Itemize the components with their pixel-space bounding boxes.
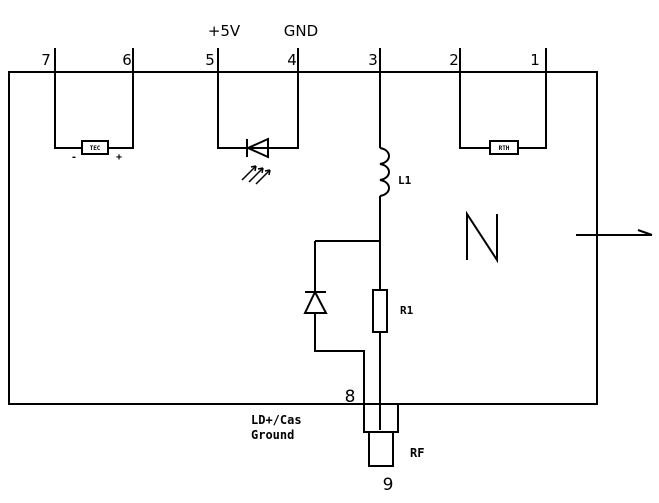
- rf-label: RF: [410, 446, 424, 460]
- led-light-arrows: [241, 165, 271, 185]
- l1-label: L1: [398, 174, 412, 187]
- rth-box: [489, 140, 519, 155]
- package-outline: [8, 71, 598, 405]
- pin-1-label: 1: [530, 51, 540, 69]
- pin-2-label: 2: [449, 51, 459, 69]
- tec-label: TEC: [90, 145, 101, 152]
- tec-minus: -: [71, 152, 77, 163]
- pin-4-label: 4: [287, 51, 297, 69]
- pin-8-label: 8: [345, 387, 356, 407]
- diode-bottom-lead: [314, 313, 365, 430]
- pin-5-label: 5: [205, 51, 215, 69]
- gnd-label: GND: [284, 22, 318, 40]
- inductor-l1: [379, 147, 390, 197]
- pin-7-label: 7: [41, 51, 51, 69]
- output-arrow-head: [637, 229, 653, 236]
- rth-label: RTH: [499, 145, 510, 152]
- pin-3-label: 3: [368, 51, 378, 69]
- rf-connector-tip: [368, 431, 394, 467]
- resistor-r1: [372, 289, 388, 333]
- sawtooth-symbol: [466, 210, 498, 264]
- pin-6-label: 6: [122, 51, 132, 69]
- monitor-loop: [217, 48, 299, 149]
- pin-9-label: 9: [383, 475, 394, 495]
- case-label-line1: LD+/Cas: [251, 413, 302, 427]
- r1-label: R1: [400, 304, 414, 317]
- case-label-line2: Ground: [251, 428, 294, 442]
- diode-symbol: [303, 289, 328, 314]
- tec-box: [81, 140, 109, 155]
- tec-plus: +: [116, 152, 122, 163]
- led-symbol: [245, 137, 269, 159]
- vcc-label: +5V: [208, 22, 241, 40]
